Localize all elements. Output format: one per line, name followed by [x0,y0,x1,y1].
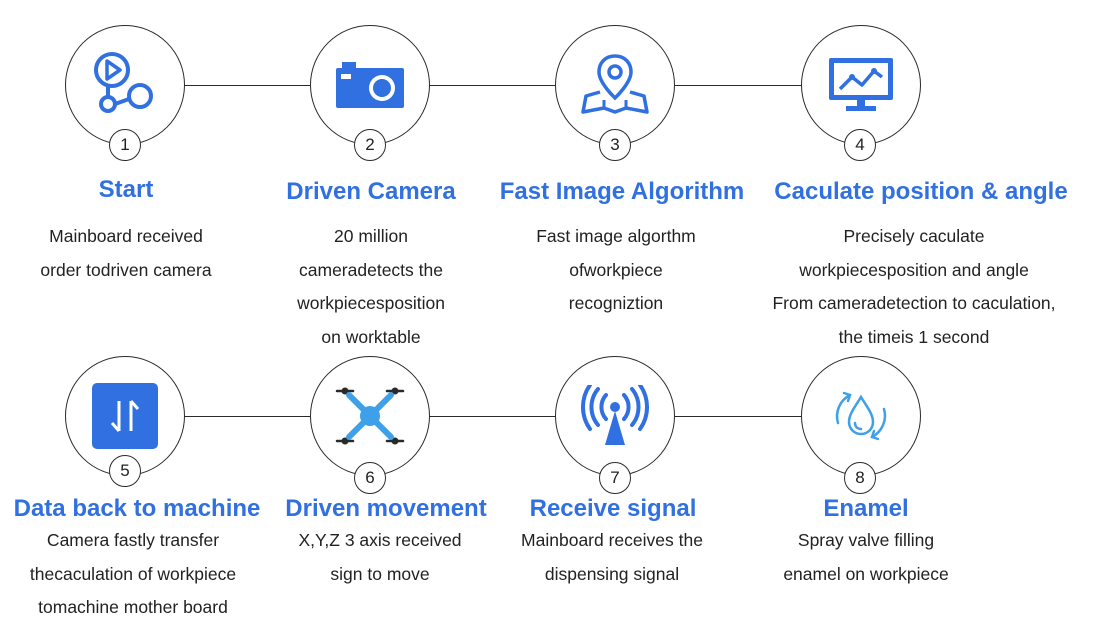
step-7-number: 7 [599,462,631,494]
step-1-circle [65,25,185,145]
step-5-line: tomachine mother board [38,597,228,617]
step-3-number: 3 [599,129,631,161]
step-2-line: on worktable [321,326,421,347]
signal-tower-icon [580,385,650,445]
step-3-description: Fast image algorthm ofworkpiece recogniz… [536,220,696,321]
step-4-line: Precisely caculate [843,226,985,246]
step-6-number: 6 [354,462,386,494]
step-8-circle [801,356,921,476]
step-8-line: enamel on workpiece [783,563,949,584]
step-6-description: X,Y,Z 3 axis received sign to move [298,524,461,591]
step-3-line: Fast image algorthm [536,226,696,246]
step-3-line: ofworkpiece [569,259,663,280]
step-4-line: workpiecesposition and angle [799,259,1029,280]
step-1-line: order todriven camera [40,259,212,280]
step-4-title: Caculate position & angle [774,178,1068,205]
step-4-circle [801,25,921,145]
step-2-line: cameradetects the [299,259,443,280]
step-5-number: 5 [109,455,141,487]
step-4-number: 4 [844,129,876,161]
water-drop-cycle-icon [835,391,887,441]
step-1-title: Start [98,176,154,203]
step-6-circle [310,356,430,476]
step-2-description: 20 million cameradetects the workpiecesp… [297,220,445,354]
step-6-title: Driven movement [285,495,487,522]
step-1-description: Mainboard received order todriven camera [40,220,211,287]
step-7-description: Mainboard receives the dispensing signal [521,524,703,591]
step-8-number: 8 [844,462,876,494]
step-4-description: Precisely caculate workpiecesposition an… [772,220,1055,354]
step-2-line: workpiecesposition [297,293,445,313]
step-1-line: Mainboard received [49,226,203,246]
step-7-circle [555,356,675,476]
step-4-line: the timeis 1 second [838,326,990,347]
data-transfer-icon [92,383,158,449]
step-7-line: Mainboard receives the [521,530,703,550]
step-1-number: 1 [109,129,141,161]
step-2-line: 20 million [334,226,408,246]
step-8-line: Spray valve filling [797,530,935,550]
monitor-chart-icon [829,58,893,111]
play-flow-icon [94,52,153,113]
step-8-title: Enamel [823,495,909,522]
step-5-title: Data back to machine [13,495,261,522]
step-5-line: thecaculation of workpiece [29,563,237,584]
step-2-title: Driven Camera [286,178,456,205]
drone-icon [335,387,405,445]
step-5-description: Camera fastly transfer thecaculation of … [30,524,236,625]
step-2-number: 2 [354,129,386,161]
step-7-line: dispensing signal [544,563,680,584]
step-2-circle [310,25,430,145]
camera-icon [336,62,404,108]
connector-row-2 [125,416,863,417]
step-3-title: Fast Image Algorithm [499,178,745,205]
step-6-line: X,Y,Z 3 axis received [298,530,462,550]
connector-row-1 [125,85,863,86]
map-pin-icon [581,54,649,114]
step-7-title: Receive signal [529,495,697,522]
step-6-line: sign to move [330,563,430,584]
step-3-line: recogniztion [568,293,664,313]
step-3-circle [555,25,675,145]
step-8-description: Spray valve filling enamel on workpiece [783,524,948,591]
step-4-line: From cameradetection to caculation, [772,293,1056,313]
step-5-line: Camera fastly transfer [46,530,220,550]
